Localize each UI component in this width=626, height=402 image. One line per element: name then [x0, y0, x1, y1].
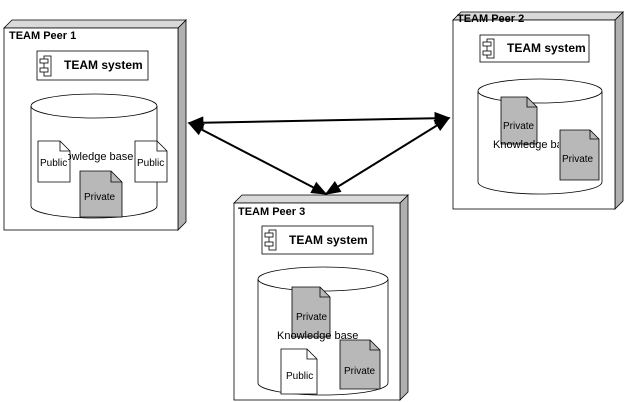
peer1-public-doc-right [134, 140, 168, 183]
peer1-kb-label-clip: Knowledge base [68, 150, 140, 166]
peer3-system-component [261, 225, 374, 255]
peer2-private-bottom-label: Private [562, 154, 594, 165]
peer3-public-label: Public [286, 371, 314, 382]
peer2-private-doc-top [500, 96, 538, 145]
peer3-private-doc-top [291, 286, 331, 338]
peer2-kb-label: Knowledge base [493, 139, 559, 151]
peer3-title: TEAM Peer 3 [238, 206, 306, 218]
peer2-title: TEAM Peer 2 [457, 13, 525, 25]
peer2-kb-label-clip: Knowledge base [493, 138, 559, 154]
peer2-system-label: TEAM system [507, 41, 586, 55]
peer3-system-label: TEAM system [289, 233, 368, 247]
link-peer1-peer2 [187, 111, 451, 130]
link-peer1-peer3 [187, 122, 328, 195]
peer3-private-doc-bottom [339, 339, 381, 390]
peer1-kb-label: Knowledge base [68, 151, 134, 163]
peer1-private-doc [79, 170, 123, 218]
peer3-kb-label: Knowledge base [277, 330, 359, 342]
peer3-private-bottom-label: Private [344, 366, 376, 377]
peer2-private-doc-bottom [559, 129, 600, 181]
peer1-system-label: TEAM system [64, 58, 143, 72]
peer1-public-right-label: Public [137, 158, 165, 169]
peer3-public-doc [280, 348, 318, 395]
peer1-private-label: Private [84, 192, 116, 203]
peer1-public-left-label: Public [40, 158, 68, 169]
link-peer2-peer3 [324, 117, 451, 195]
peer3-private-top-label: Private [296, 312, 328, 323]
peer2-private-top-label: Private [503, 121, 535, 132]
peer2-system-component [479, 34, 590, 63]
peer1-title: TEAM Peer 1 [9, 30, 77, 42]
peer1-public-doc-left [37, 140, 71, 183]
peer1-knowledge-base [30, 93, 158, 219]
peer1-system-component [36, 50, 149, 81]
